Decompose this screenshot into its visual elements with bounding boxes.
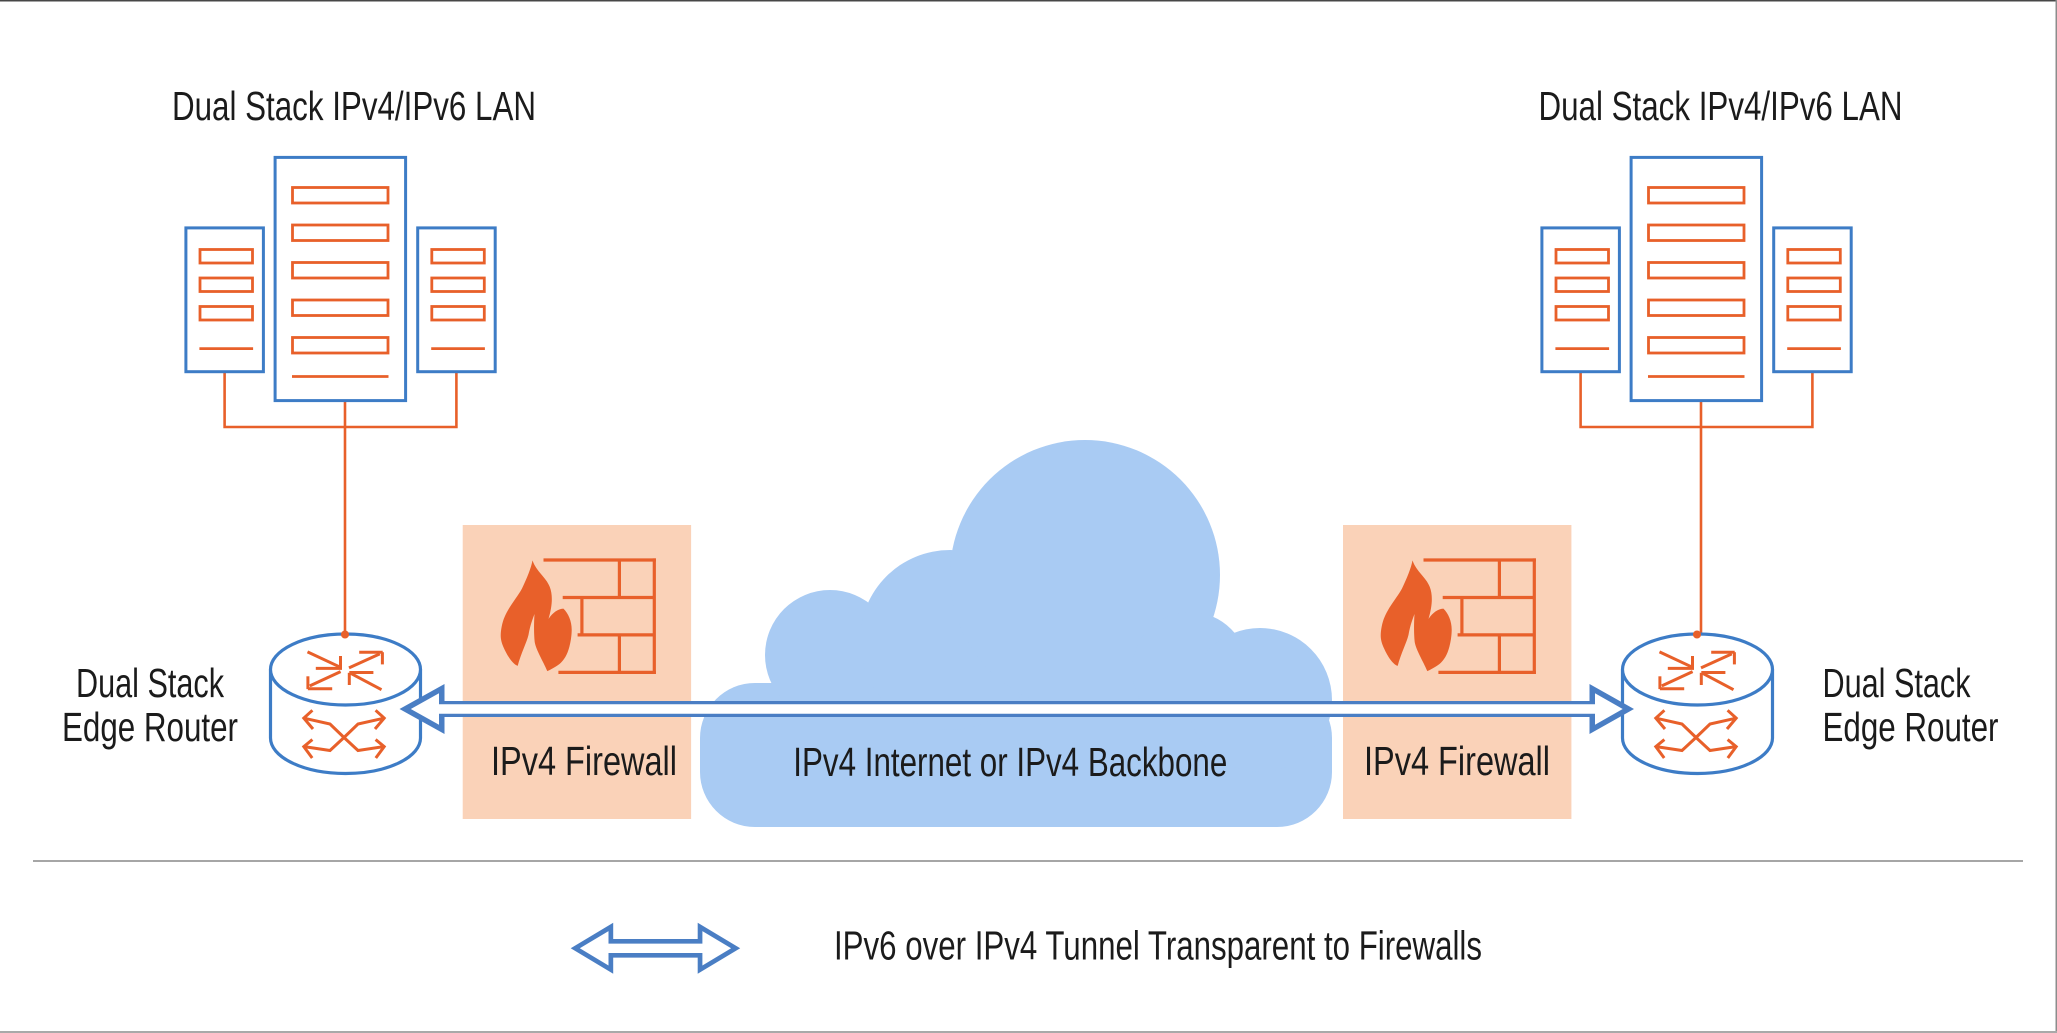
svg-text:Dual Stack IPv4/IPv6 LAN: Dual Stack IPv4/IPv6 LAN xyxy=(172,83,536,129)
svg-text:Edge Router: Edge Router xyxy=(1823,704,1999,750)
svg-text:Dual Stack: Dual Stack xyxy=(76,660,224,706)
svg-text:Edge Router: Edge Router xyxy=(62,704,238,750)
svg-text:IPv6 over IPv4 Tunnel Transpar: IPv6 over IPv4 Tunnel Transparent to Fir… xyxy=(834,922,1482,968)
svg-text:IPv4 Firewall: IPv4 Firewall xyxy=(1364,738,1550,784)
svg-text:Dual Stack: Dual Stack xyxy=(1823,660,1971,706)
svg-text:Dual Stack IPv4/IPv6 LAN: Dual Stack IPv4/IPv6 LAN xyxy=(1539,83,1903,129)
svg-text:IPv4 Internet or IPv4 Backbone: IPv4 Internet or IPv4 Backbone xyxy=(793,739,1227,785)
svg-text:IPv4 Firewall: IPv4 Firewall xyxy=(491,738,677,784)
